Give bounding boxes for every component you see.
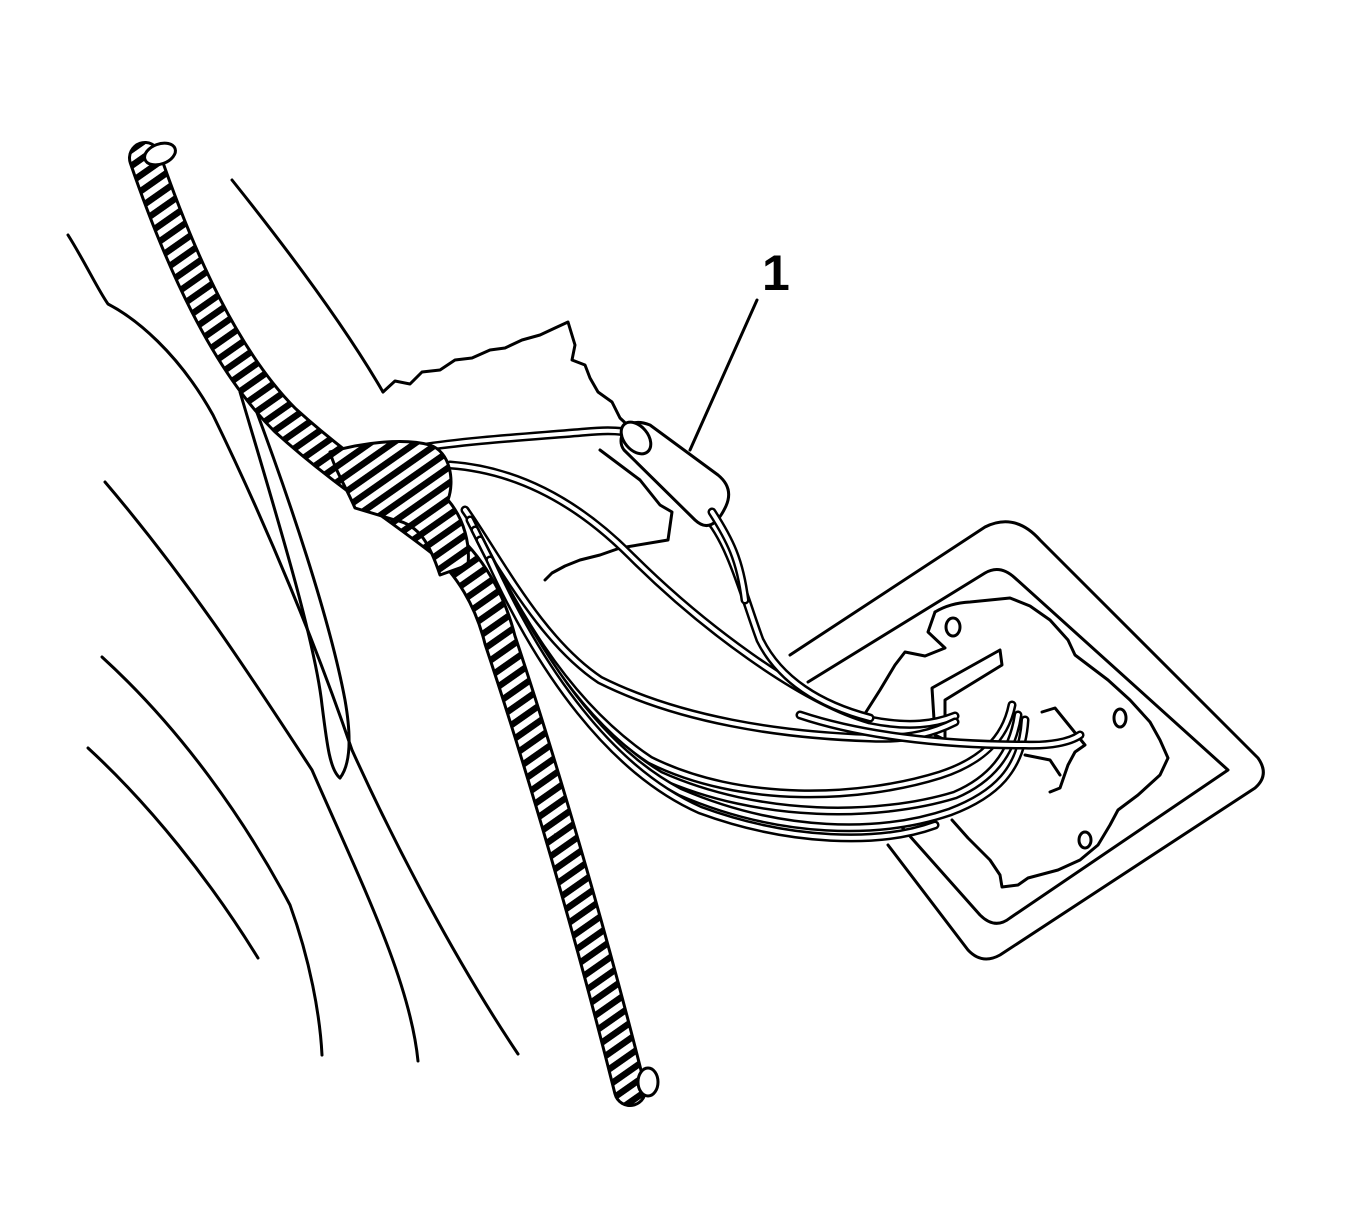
callout-1: 1 [688,245,790,452]
callout-label-1: 1 [762,245,790,301]
body-panel-contours [66,178,520,1063]
wire-bundle [415,426,1085,843]
callout-leader-line [688,298,759,452]
ferrite-bead [619,420,750,605]
connector-plate [788,520,1265,961]
spiral-conduit [128,141,660,1107]
harness-tape-wrap [328,439,470,577]
